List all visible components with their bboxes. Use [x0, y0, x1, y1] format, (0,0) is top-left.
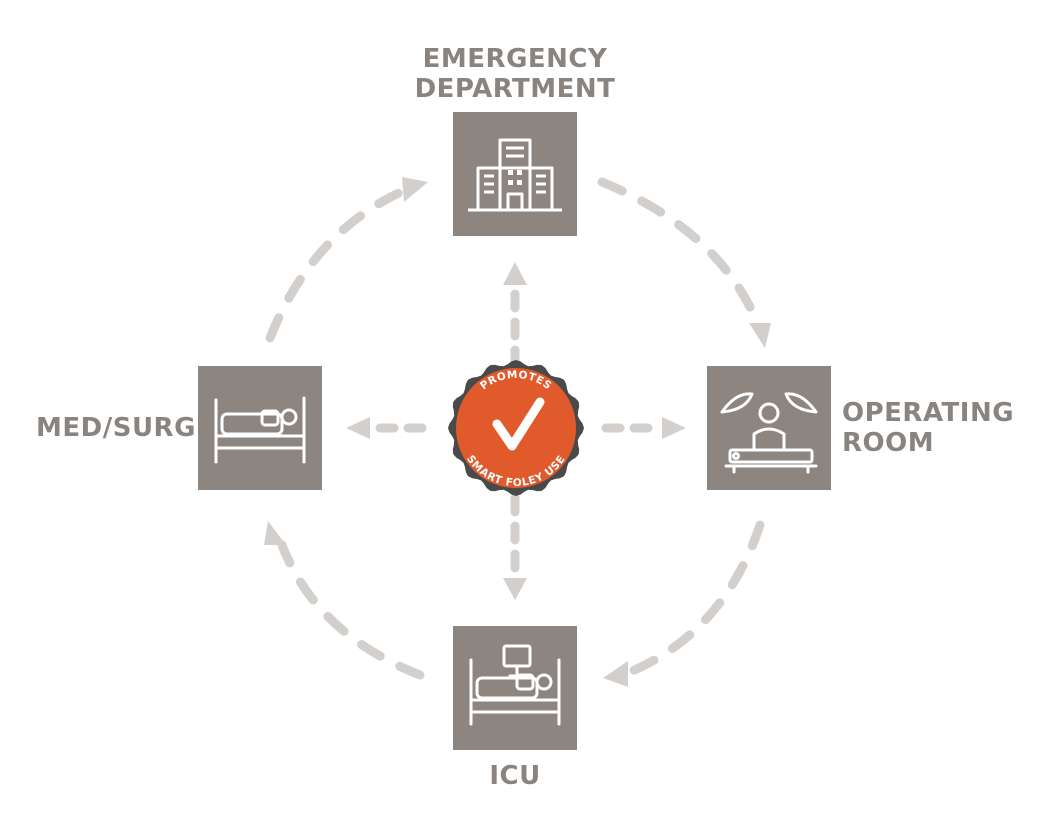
- med-surg-tile: [198, 366, 322, 490]
- operating-label-line2: ROOM: [842, 428, 935, 458]
- med-surg-label-text: MED/SURG: [36, 413, 196, 443]
- outer-flow-arrows: [265, 177, 765, 680]
- operating-table-icon: [720, 392, 818, 474]
- arrowhead-operating: [749, 323, 771, 348]
- hospital-building-icon: [468, 138, 562, 212]
- icu-monitor-bed-icon: [469, 644, 561, 726]
- arrowhead-medsurg: [264, 521, 286, 545]
- operating-label-line1: OPERATING: [842, 398, 1015, 428]
- spoke-arrowheads: [346, 262, 686, 600]
- operating-room-tile: [707, 366, 831, 490]
- spoke-arrowhead-down: [503, 578, 527, 600]
- arc-medsurg-to-emergency: [265, 185, 410, 343]
- arc-emergency-to-operating: [597, 177, 762, 327]
- emergency-label-line2: DEPARTMENT: [414, 74, 616, 104]
- emergency-label-line1: EMERGENCY: [422, 44, 608, 74]
- arc-icu-to-medsurg: [277, 540, 425, 680]
- icu-label: ICU: [440, 761, 590, 791]
- emergency-department-tile: [453, 112, 577, 236]
- emergency-department-label: EMERGENCY DEPARTMENT: [360, 44, 670, 104]
- spoke-arrows: [367, 287, 665, 577]
- outer-flow-arrowheads: [264, 177, 771, 687]
- hospital-bed-icon: [214, 396, 306, 464]
- checkmark-icon: [492, 397, 545, 451]
- icu-label-text: ICU: [489, 761, 541, 791]
- spoke-arrowhead-left: [346, 417, 370, 439]
- arrowhead-emergency: [402, 177, 428, 202]
- med-surg-label: MED/SURG: [36, 413, 196, 443]
- icu-tile: [453, 626, 577, 750]
- arrowhead-icu: [603, 661, 628, 687]
- badge-fill: [456, 368, 576, 488]
- promotes-smart-foley-use-badge: PROMOTES SMART FOLEY USE: [448, 360, 584, 496]
- arc-operating-to-icu: [625, 520, 765, 677]
- spoke-arrowhead-up: [503, 262, 527, 285]
- operating-room-label: OPERATING ROOM: [842, 398, 1014, 458]
- spoke-arrowhead-right: [662, 417, 686, 439]
